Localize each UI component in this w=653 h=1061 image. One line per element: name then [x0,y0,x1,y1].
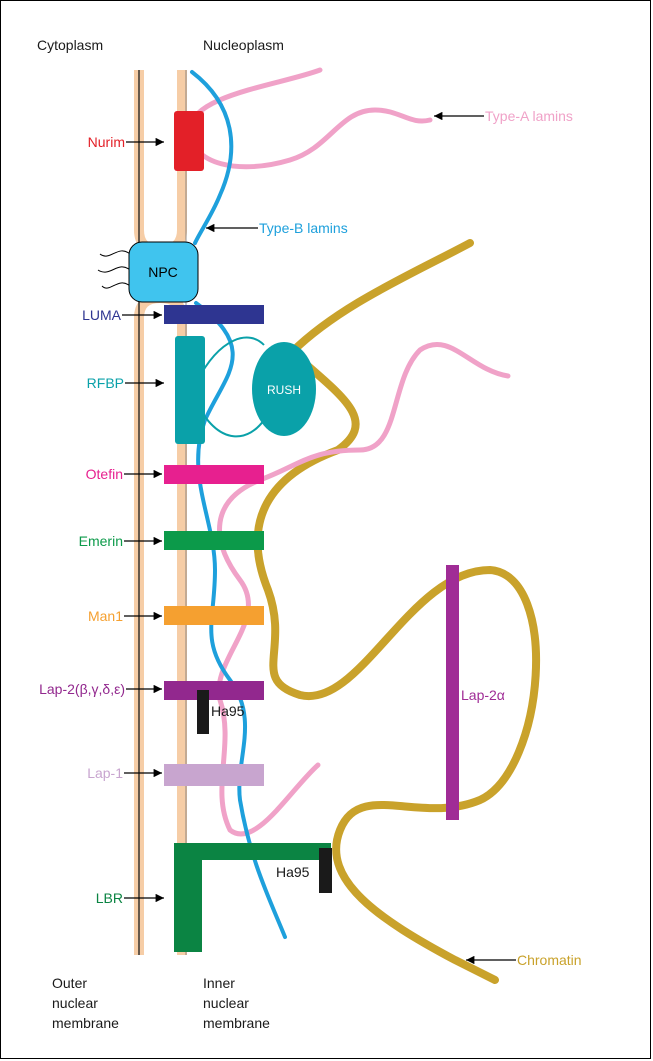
chromatin-label: Chromatin [517,952,582,968]
man1-protein [164,606,264,625]
nuclear-membrane [134,70,187,955]
rfbp-rush-complex [175,336,316,444]
inner-membrane-label: Inner nuclear membrane [203,975,270,1031]
man1-label: Man1 [88,608,123,624]
rush-label: RUSH [267,383,301,397]
luma-protein [164,305,264,324]
nurim-protein [174,111,204,171]
outer-membrane-label-line-3: membrane [52,1015,119,1031]
lap2a-label: Lap-2α [461,687,505,703]
cytoplasm-label: Cytoplasm [37,37,103,53]
outer-membrane-label: Outer nuclear membrane [52,975,119,1031]
otefin-protein [164,465,264,484]
type-b-lamin [190,70,287,939]
lap2a-bar [446,565,459,820]
emerin-protein [164,531,264,550]
lap2-label: Lap-2(β,γ,δ,ε) [39,681,125,697]
luma-label: LUMA [82,307,122,323]
type-a-lamin-upper [187,67,433,170]
type-a-lamins-label: Type-A lamins [485,108,573,124]
npc-fibril-2 [97,266,131,273]
inner-membrane-label-line-1: Inner [203,975,235,991]
lbr-protein [174,843,331,952]
ha95-lower-bar [319,848,332,893]
rfbp-rush-link-lower [194,399,265,438]
npc-label: NPC [148,264,178,280]
ha95-upper-label: Ha95 [211,703,245,719]
lap1-protein [164,764,264,786]
outer-membrane-label-line-2: nuclear [52,995,98,1011]
ha95-lower-label: Ha95 [276,864,310,880]
inner-membrane-label-line-2: nuclear [203,995,249,1011]
emerin-label: Emerin [79,533,123,549]
type-b-lamins-label: Type-B lamins [259,220,348,236]
lap2-protein [164,681,264,700]
nucleoplasm-label: Nucleoplasm [203,37,284,53]
npc-pore [128,241,199,303]
inner-membrane-label-line-3: membrane [203,1015,270,1031]
otefin-label: Otefin [86,466,123,482]
type-a-lamins [187,67,511,837]
rush-protein [252,342,316,436]
rfbp-label: RFBP [87,375,124,391]
ha95-upper-bar [197,690,209,734]
rfbp-protein [175,336,205,444]
npc-fibril-3 [101,282,131,289]
outer-membrane-label-line-1: Outer [52,975,87,991]
npc-fibril-1 [99,250,131,257]
lap1-label: Lap-1 [87,765,123,781]
chromatin-strand [253,239,540,984]
lbr-label: LBR [96,890,123,906]
nurim-label: Nurim [88,134,125,150]
npc-complex [97,241,199,303]
